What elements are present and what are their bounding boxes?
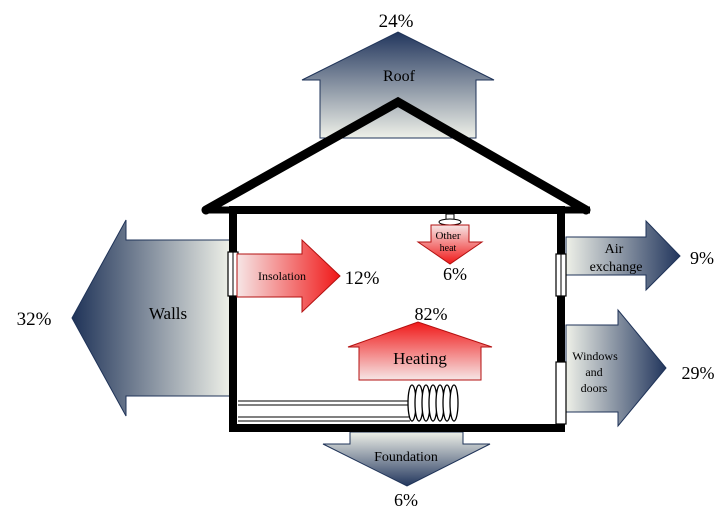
- walls-percent: 32%: [17, 309, 52, 330]
- other-heat-percent: 6%: [443, 264, 467, 284]
- walls-label: Walls: [149, 304, 187, 323]
- windows-doors-label-line2: and: [585, 365, 602, 379]
- radiator: [238, 384, 459, 422]
- insolation-arrow: [236, 238, 341, 314]
- right-door: [555, 361, 567, 425]
- roof-percent: 24%: [379, 11, 414, 32]
- heating-label: Heating: [393, 349, 447, 368]
- other-heat-arrow: [416, 224, 484, 265]
- air-exchange-percent: 9%: [690, 248, 714, 268]
- foundation-percent: 6%: [394, 490, 418, 510]
- windows-doors-label-line3: doors: [581, 381, 608, 395]
- air-exchange-label-line1: Air: [605, 242, 624, 257]
- air-exchange-arrow: [565, 219, 681, 292]
- foundation-label: Foundation: [374, 450, 438, 465]
- roof-label: Roof: [383, 68, 416, 85]
- windows-doors-label-line1: Windows: [572, 349, 618, 363]
- insolation-percent: 12%: [345, 268, 380, 289]
- radiator-coil: [449, 384, 459, 422]
- roof-arrow: [301, 31, 495, 139]
- heating-percent: 82%: [415, 304, 448, 324]
- walls-arrow: [71, 219, 231, 417]
- windows-doors-arrow: [565, 308, 667, 428]
- other-heat-label-line2: heat: [440, 243, 457, 254]
- house-walls: [229, 206, 565, 432]
- heating-arrow: [347, 321, 493, 381]
- house-roof-outline: [201, 96, 591, 215]
- other-heat-label-line1: Other: [435, 230, 460, 242]
- windows-doors-percent: 29%: [682, 363, 715, 383]
- foundation-arrow: [322, 431, 491, 487]
- insolation-label: Insolation: [258, 269, 306, 283]
- air-exchange-label-line2: exchange: [590, 260, 643, 275]
